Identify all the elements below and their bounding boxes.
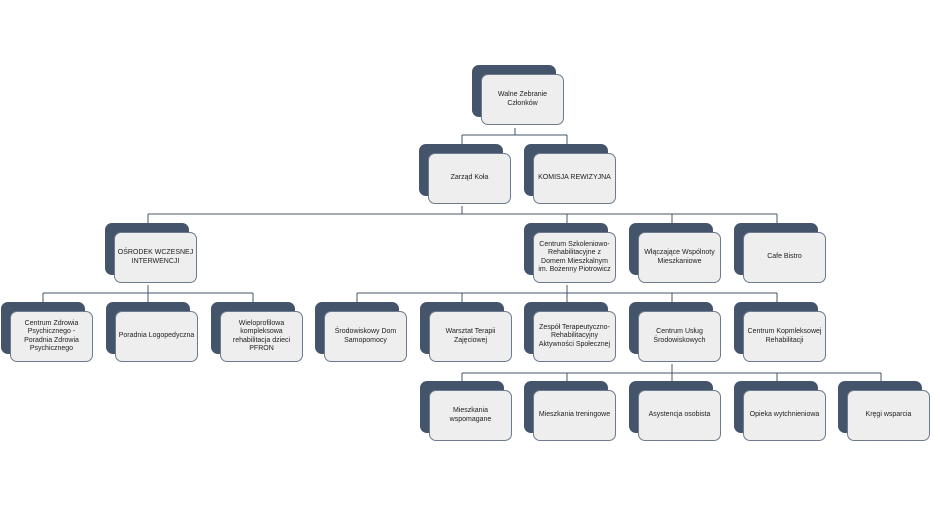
node-label: OŚRODEK WCZESNEJ INTERWENCJI	[114, 232, 197, 283]
node-label: Walne Zebranie Członków	[481, 74, 564, 125]
node-mieszkania-wspomagane: Mieszkania wspomagane	[420, 381, 514, 443]
node-centrum-zdrowia-psychicznego: Centrum Zdrowia Psychicznego - Poradnia …	[1, 302, 95, 364]
node-label: Centrum Kopmleksowej Rehabilitacji	[743, 311, 826, 362]
node-label: Zespół Terapeutyczno-Rehabilitacyjny Akt…	[533, 311, 616, 362]
connector-centrum	[356, 285, 778, 302]
node-poradnia-logopedyczna: Poradnia Logopedyczna	[106, 302, 200, 364]
node-kregi-wsparcia: Kręgi wsparcia	[838, 381, 932, 443]
node-mieszkania-treningowe: Mieszkania treningowe	[524, 381, 618, 443]
node-label: Centrum Szkoleniowo-Rehabilitacyjne z Do…	[533, 232, 616, 283]
node-cafe-bistro: Cafe Bistro	[734, 223, 828, 285]
node-centrum-szkoleniowo-rehabilitacyjne: Centrum Szkoleniowo-Rehabilitacyjne z Do…	[524, 223, 618, 285]
node-warsztat-terapii-zajeciowej: Warsztat Terapii Zajęciowej	[420, 302, 514, 364]
node-label: Mieszkania treningowe	[533, 390, 616, 441]
node-asystencja-osobista: Asystencja osobista	[629, 381, 723, 443]
node-label: KOMISJA REWIZYJNA	[533, 153, 616, 204]
node-zarzad-kola: Zarząd Koła	[419, 144, 513, 206]
node-label: Środowiskowy Dom Samopomocy	[324, 311, 407, 362]
node-label: Cafe Bistro	[743, 232, 826, 283]
node-label: Opieka wytchnieniowa	[743, 390, 826, 441]
node-osrodek-wczesnej-interwencji: OŚRODEK WCZESNEJ INTERWENCJI	[105, 223, 199, 285]
node-label: Poradnia Logopedyczna	[115, 311, 198, 362]
node-label: Kręgi wsparcia	[847, 390, 930, 441]
node-centrum-kompleksowej-rehabilitacji: Centrum Kopmleksowej Rehabilitacji	[734, 302, 828, 364]
node-zespol-terapeutyczno-rehabilitacyjny: Zespół Terapeutyczno-Rehabilitacyjny Akt…	[524, 302, 618, 364]
node-label: Centrum Zdrowia Psychicznego - Poradnia …	[10, 311, 93, 362]
node-label: Mieszkania wspomagane	[429, 390, 512, 441]
connector-cus	[461, 364, 882, 381]
node-srodowiskowy-dom-samopomocy: Środowiskowy Dom Samopomocy	[315, 302, 409, 364]
connector-osrodek	[42, 285, 254, 302]
node-label: Asystencja osobista	[638, 390, 721, 441]
node-wieloprofilowa-rehabilitacja: Wieloprofilowa kompleksowa rehabilitacja…	[211, 302, 305, 364]
node-label: Włączające Wspólnoty Mieszkaniowe	[638, 232, 721, 283]
connector-walne	[461, 128, 568, 144]
connector-zarzad	[147, 206, 778, 223]
node-label: Centrum Usług Środowiskowych	[638, 311, 721, 362]
node-komisja-rewizyjna: KOMISJA REWIZYJNA	[524, 144, 618, 206]
node-label: Warsztat Terapii Zajęciowej	[429, 311, 512, 362]
node-label: Zarząd Koła	[428, 153, 511, 204]
node-label: Wieloprofilowa kompleksowa rehabilitacja…	[220, 311, 303, 362]
node-walne-zebranie: Walne Zebranie Członków	[472, 65, 566, 127]
node-wlaczajace-wspolnoty: Włączające Wspólnoty Mieszkaniowe	[629, 223, 723, 285]
node-opieka-wytchnieniowa: Opieka wytchnieniowa	[734, 381, 828, 443]
node-centrum-uslug-srodowiskowych: Centrum Usług Środowiskowych	[629, 302, 723, 364]
